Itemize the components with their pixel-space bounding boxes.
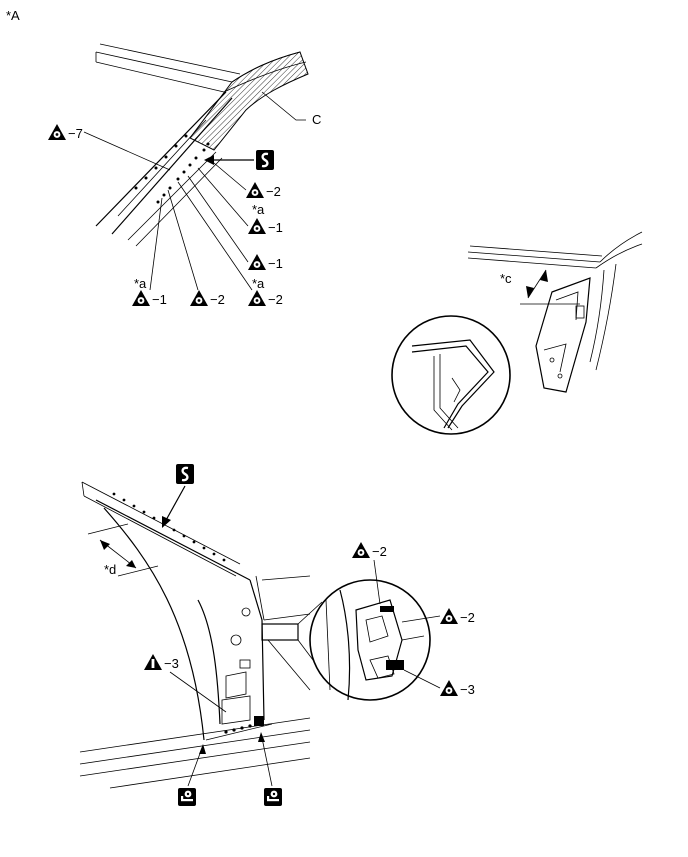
weld-label-3: −3	[164, 656, 179, 671]
weld-label-3: −3	[460, 682, 475, 697]
grinder-icon	[178, 788, 196, 806]
plug-weld-icon	[144, 654, 162, 670]
callout-c: C	[312, 112, 321, 127]
spot-weld-icon	[190, 290, 208, 306]
bottom-view-callouts: −3 −2 −2 −3	[144, 464, 475, 806]
spot-weld-icon	[132, 290, 150, 306]
sealer-icon	[256, 150, 274, 170]
weld-label-7: −7	[68, 126, 83, 141]
callout-a: *a	[252, 202, 265, 217]
spot-weld-icon	[352, 542, 370, 558]
figure-label: *A	[6, 8, 20, 23]
spot-weld-icon	[248, 218, 266, 234]
weld-label-1: −1	[152, 292, 167, 307]
top-view-drawing: C	[95, 43, 321, 247]
bottom-magnifier-circle	[309, 579, 431, 701]
spot-weld-icon	[246, 182, 264, 198]
grinder-icon	[264, 788, 282, 806]
spot-weld-icon	[48, 124, 66, 140]
weld-label-2: −2	[372, 544, 387, 559]
bottom-view-drawing: *d	[79, 481, 323, 789]
spot-weld-icon	[440, 608, 458, 624]
callout-d-dim: *d	[104, 562, 116, 577]
spot-weld-icon	[440, 680, 458, 696]
detail-c-drawing: *c	[467, 231, 643, 393]
weld-label-2: −2	[460, 610, 475, 625]
weld-label-1: −1	[268, 256, 283, 271]
callout-c-dim: *c	[500, 271, 512, 286]
weld-label-2: −2	[266, 184, 281, 199]
top-view-callouts: −7 −2 *a −1 −1 *a −2 −2 *a −1	[48, 124, 283, 307]
spot-weld-icon	[248, 254, 266, 270]
weld-label-2: −2	[210, 292, 225, 307]
callout-a: *a	[134, 276, 147, 291]
detail-magnifier-circle	[391, 315, 511, 435]
sealer-icon	[176, 464, 194, 484]
weld-label-2: −2	[268, 292, 283, 307]
spot-weld-icon	[248, 290, 266, 306]
weld-label-1: −1	[268, 220, 283, 235]
callout-a: *a	[252, 276, 265, 291]
